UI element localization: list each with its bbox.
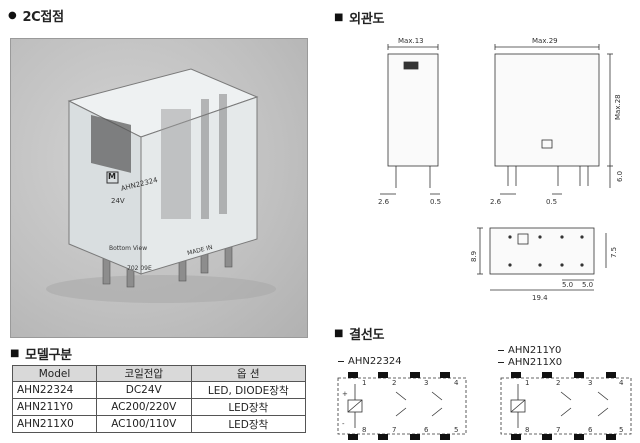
relay-brand-icon: M (108, 172, 116, 181)
wiring-pin-label: 1 (362, 379, 366, 387)
table-header: 옵 션 (190, 365, 307, 382)
table-header: Model (12, 365, 97, 382)
table-row: AHN22324 DC24V LED, DIODE장착 (12, 381, 307, 399)
wiring-right-label-2: AHN211X0 (498, 357, 562, 368)
wiring-pin-label: 5 (454, 426, 458, 434)
wiring-pin-label: 2 (392, 379, 396, 387)
wiring-pin-label: 1 (525, 379, 529, 387)
table-header-row: Model 코일전압 옵 션 (12, 365, 307, 382)
bullet-icon: ■ (10, 348, 20, 359)
section-model-title: 모델구분 (25, 348, 72, 363)
wiring-pin-label: 7 (556, 426, 560, 434)
table-cell: AHN22324 (12, 381, 97, 399)
wiring-pin-label: 8 (362, 426, 366, 434)
dim-side-pin-pitch: 2.6 (490, 198, 502, 206)
wiring-pin-label: 8 (525, 426, 529, 434)
section-outline-title: 외관도 (349, 12, 385, 27)
dim-bottom-pitch-b: 5.0 (582, 281, 593, 289)
dim-front-pin-width: 0.5 (430, 198, 441, 206)
section-wiring-heading: ■ 결선도 (334, 324, 384, 343)
model-table: Model 코일전압 옵 션 AHN22324 DC24V LED, DIODE… (12, 365, 307, 433)
table-row: AHN211X0 AC100/110V LED장착 (12, 415, 307, 433)
section-contact-heading: ● 2C접점 (8, 6, 64, 25)
dim-bottom-pitch-a: 5.0 (562, 281, 573, 289)
bullet-icon: ■ (334, 12, 344, 23)
dim-height: Max.28 (614, 94, 622, 120)
section-wiring-title: 결선도 (349, 328, 385, 343)
wiring-pin-label: 7 (392, 426, 396, 434)
wiring-pin-label: 5 (619, 426, 623, 434)
dim-bottom-length: 19.4 (532, 294, 548, 302)
table-cell: LED장착 (190, 415, 307, 433)
dim-side-width: Max.29 (532, 37, 558, 45)
relay-illustration (46, 68, 276, 303)
table-cell: AHN211Y0 (12, 398, 97, 416)
dim-bottom-right-height: 7.5 (610, 247, 618, 258)
wiring-diagrams: 1 2 3 4 8 7 6 5 1 2 3 4 8 7 6 5 + - (337, 372, 632, 440)
wiring-pin-label: 2 (556, 379, 560, 387)
table-cell: AC100/110V (95, 415, 192, 433)
table-header: 코일전압 (95, 365, 192, 382)
table-row: AHN211Y0 AC200/220V LED장착 (12, 398, 307, 416)
dim-side-pin-width: 0.5 (546, 198, 557, 206)
section-model-heading: ■ 모델구분 (10, 344, 72, 363)
wiring-right-label-1: AHN211Y0 (498, 345, 561, 356)
relay-photo: M AHN22324 24V Bottom View MADE IN 702 0… (10, 38, 308, 338)
wiring-left-label: AHN22324 (338, 356, 402, 367)
outline-drawing: Max.13 Max.29 Max.28 6.0 2.6 0.5 2.6 0.5… (378, 37, 624, 302)
table-cell: AHN211X0 (12, 415, 97, 433)
dim-front-pin-pitch: 2.6 (378, 198, 390, 206)
wiring-right-model: AHN211Y0 (508, 345, 562, 356)
table-cell: AC200/220V (95, 398, 192, 416)
wiring-pin-label: 3 (588, 379, 592, 387)
table-cell: LED장착 (190, 398, 307, 416)
wiring-pin-label: 6 (588, 426, 593, 434)
polarity-label: + (342, 390, 348, 398)
wiring-pin-label: 4 (619, 379, 624, 387)
section-contact-title: 2C접점 (22, 10, 64, 25)
relay-voltage-text: 24V (111, 197, 125, 205)
wiring-pin-label: 4 (454, 379, 459, 387)
table-cell: LED, DIODE장착 (190, 381, 307, 399)
relay-lot-text: 702 09E (127, 265, 152, 272)
dim-front-width: Max.13 (398, 37, 424, 45)
wiring-left-model: AHN22324 (348, 356, 402, 367)
relay-bottom-view-text: Bottom View (109, 245, 148, 252)
section-outline-heading: ■ 외관도 (334, 8, 384, 27)
bullet-icon: ● (8, 10, 17, 21)
dim-bottom-height: 8.9 (470, 251, 478, 262)
bullet-icon: ■ (334, 328, 344, 339)
polarity-label: - (342, 420, 345, 428)
wiring-pin-label: 6 (424, 426, 429, 434)
dim-pin-length: 6.0 (616, 171, 624, 182)
wiring-right-model: AHN211X0 (508, 357, 563, 368)
wiring-pin-label: 3 (424, 379, 428, 387)
table-cell: DC24V (95, 381, 192, 399)
